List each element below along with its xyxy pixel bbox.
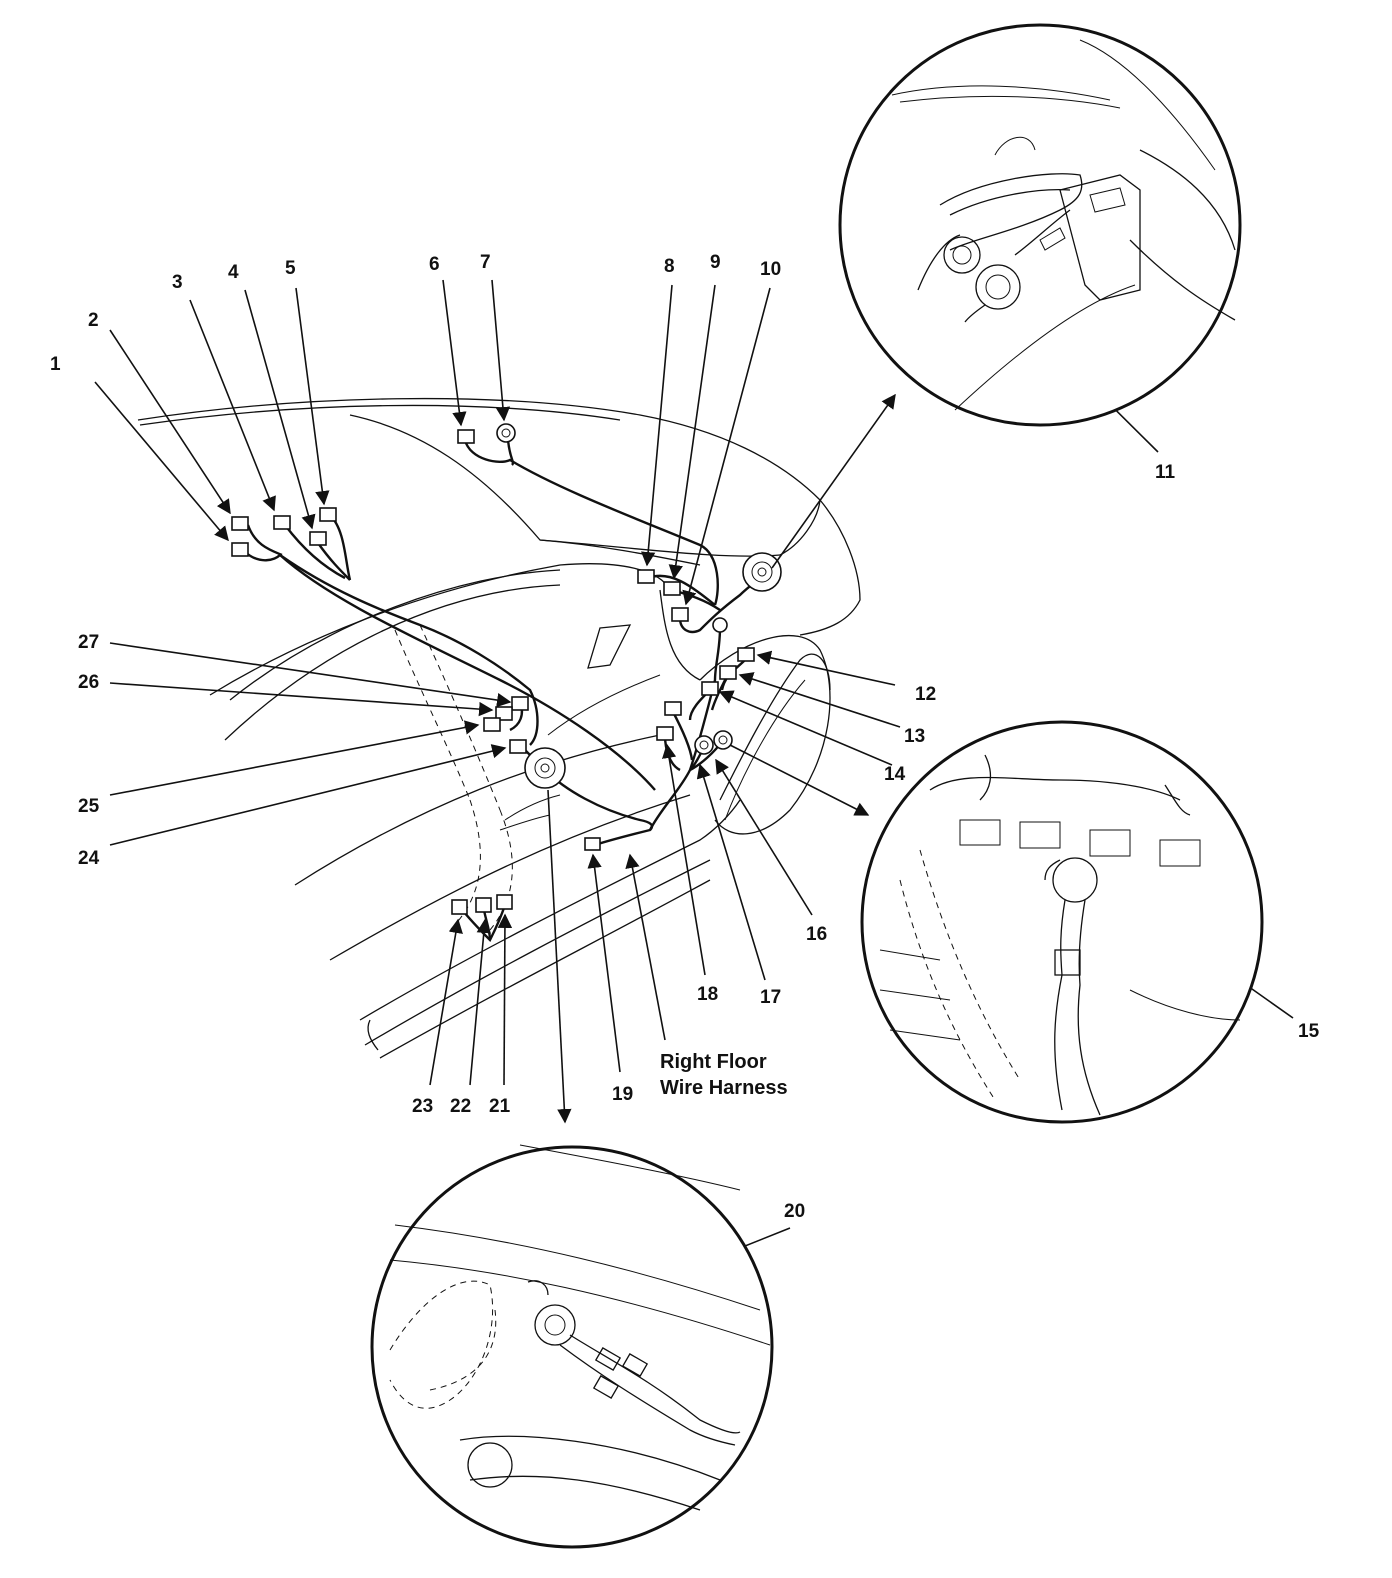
callout-9: 9 [710, 252, 721, 273]
ground-20-bolt [524, 747, 566, 789]
callout-16: 16 [806, 924, 827, 945]
callout-8: 8 [664, 256, 675, 277]
callout-17: 17 [760, 987, 781, 1008]
connector-9 [663, 581, 681, 596]
connector-3 [273, 515, 291, 530]
callout-6: 6 [429, 254, 440, 275]
connector-23 [451, 899, 468, 915]
callout-19: 19 [612, 1084, 633, 1105]
callout-7: 7 [480, 252, 491, 273]
harness-label-line1: Right Floor [660, 1051, 767, 1073]
callout-22: 22 [450, 1096, 471, 1117]
ground-7 [496, 423, 516, 443]
callout-14: 14 [884, 764, 906, 785]
connector-4 [309, 531, 327, 546]
callout-3: 3 [172, 272, 183, 293]
callout-24: 24 [78, 848, 100, 869]
ground-11-detail [838, 23, 1242, 427]
callout-10: 10 [760, 259, 781, 280]
connector-5 [319, 507, 337, 522]
connector-25 [483, 717, 501, 732]
callout-18: 18 [697, 984, 718, 1005]
callout-5: 5 [285, 258, 296, 279]
ground-11-bolt [742, 552, 782, 592]
callout-21: 21 [489, 1096, 511, 1117]
callout-2: 2 [88, 310, 99, 331]
connector-6 [457, 429, 475, 444]
connector-24 [509, 739, 527, 754]
callout-23: 23 [412, 1096, 433, 1117]
callout-15: 15 [1298, 1021, 1320, 1042]
leader-lines [94, 279, 1294, 1314]
ground-10 [712, 617, 728, 633]
ground-15-detail [860, 720, 1264, 1124]
connector-9b [671, 607, 689, 622]
connector-12 [737, 647, 755, 662]
callout-20: 20 [784, 1201, 805, 1222]
callout-12: 12 [915, 684, 936, 705]
connector-18a [664, 701, 682, 716]
connector-21 [496, 894, 513, 910]
harness-name-label: Right Floor Wire Harness [660, 1051, 788, 1099]
connector-14 [701, 681, 719, 696]
callout-13: 13 [904, 726, 925, 747]
connector-8 [637, 569, 655, 584]
callout-1: 1 [50, 354, 61, 375]
connector-symbols [231, 423, 782, 915]
connector-19 [584, 837, 601, 851]
connector-13 [719, 665, 737, 680]
connector-1 [231, 542, 249, 557]
callout-11: 11 [1155, 462, 1176, 483]
connector-27 [511, 696, 529, 711]
ground-20-detail [370, 1144, 774, 1549]
vehicle-body-outline [137, 397, 861, 1059]
callout-26: 26 [78, 672, 99, 693]
callout-25: 25 [78, 796, 100, 817]
connector-22 [475, 897, 492, 913]
connector-18b [656, 726, 674, 741]
callout-27: 27 [78, 632, 99, 653]
connector-2 [231, 516, 249, 531]
ground-15 [713, 730, 733, 750]
callout-4: 4 [228, 262, 239, 283]
ground-16 [694, 735, 714, 755]
harness-label-line2: Wire Harness [660, 1077, 788, 1099]
callout-labels: 1 2 3 4 5 6 7 8 9 10 11 12 13 14 15 16 1… [50, 252, 1320, 1222]
